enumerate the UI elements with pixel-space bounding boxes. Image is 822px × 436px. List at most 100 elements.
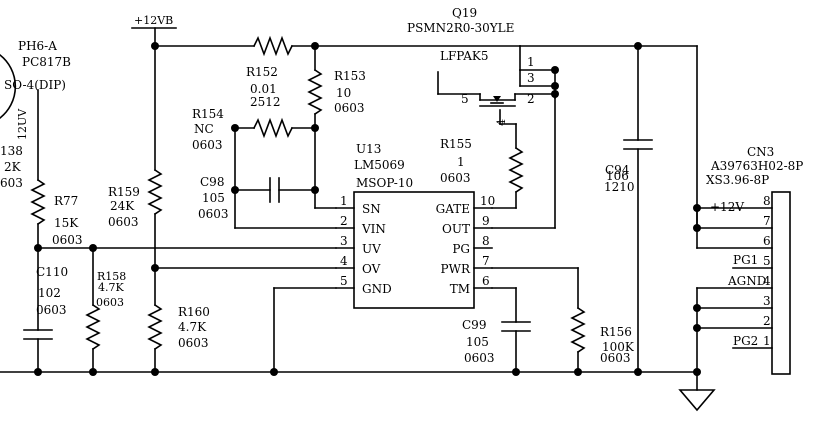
cn3-ref: CN3 bbox=[747, 145, 774, 159]
r160-package: 0603 bbox=[178, 336, 209, 350]
r77-ref: R77 bbox=[54, 194, 78, 208]
u13-pin-9-num: 9 bbox=[482, 214, 490, 228]
mosfet-diode-arrow bbox=[493, 96, 501, 102]
u13-pin-10-num: 10 bbox=[480, 194, 495, 208]
u13-pin-1-num: 1 bbox=[340, 194, 348, 208]
c110-ref: C110 bbox=[36, 265, 68, 279]
r159-ref: R159 bbox=[108, 185, 140, 199]
ic-u13-body bbox=[353, 191, 475, 309]
supply-label: +12VB bbox=[134, 14, 173, 27]
r153-package: 0603 bbox=[334, 101, 365, 115]
r154-package: 0603 bbox=[192, 138, 223, 152]
cn3-pin-8-net: +12V bbox=[710, 200, 744, 214]
u13-pin-5-num: 5 bbox=[340, 274, 348, 288]
u13-pin-2-num: 2 bbox=[340, 214, 348, 228]
resistor-r160 bbox=[147, 303, 163, 351]
r160-value: 4.7K bbox=[178, 320, 207, 334]
q19-pin-3: 3 bbox=[527, 71, 535, 85]
u13-pin-1-name: SN bbox=[362, 202, 381, 216]
c94-ref: C94 bbox=[605, 163, 630, 177]
r155-package: 0603 bbox=[440, 171, 471, 185]
r158-package: 0603 bbox=[96, 296, 124, 309]
junction-dots bbox=[34, 42, 701, 376]
r138-package: 603 bbox=[0, 176, 23, 190]
cn3-pin-1-net: PG2 bbox=[733, 334, 758, 348]
resistor-r158 bbox=[85, 303, 101, 351]
cn3-package: XS3.96-8P bbox=[706, 173, 769, 187]
q19-package: LFPAK5 bbox=[440, 49, 489, 63]
u13-pin-10-name: GATE bbox=[436, 202, 470, 216]
u13-pin-7-name: PWR bbox=[441, 262, 471, 276]
q19-pin-2: 2 bbox=[527, 92, 535, 106]
c110-value: 102 bbox=[38, 286, 61, 300]
resistor-r155 bbox=[508, 146, 524, 194]
q19-part: PSMN2R0-30YLE bbox=[407, 21, 514, 35]
u13-package: MSOP-10 bbox=[356, 176, 413, 190]
c98-ref: C98 bbox=[200, 175, 224, 189]
u13-pin-3-num: 3 bbox=[340, 234, 348, 248]
cn3-pin-7-num: 7 bbox=[763, 214, 771, 228]
r159-package: 0603 bbox=[108, 215, 139, 229]
connector-cn3-body bbox=[771, 191, 791, 375]
cn3-pin-4-num: 4 bbox=[763, 274, 771, 288]
r153-ref: R153 bbox=[334, 69, 366, 83]
ph6a-part: PC817B bbox=[22, 55, 71, 69]
u13-pin-8-name: PG bbox=[452, 242, 470, 256]
r155-ref: R155 bbox=[440, 137, 472, 151]
cn3-pin-5-num: 5 bbox=[763, 254, 771, 268]
c98-value: 105 bbox=[202, 191, 225, 205]
cn3-pin-5-net: PG1 bbox=[733, 253, 758, 267]
u13-pin-5-name: GND bbox=[362, 282, 392, 296]
r152-package: 2512 bbox=[250, 95, 281, 109]
u13-pin-2-name: VIN bbox=[361, 222, 386, 236]
cn3-pin-1-num: 1 bbox=[763, 334, 771, 348]
u13-pin-3-name: UV bbox=[362, 242, 381, 256]
r77-package: 0603 bbox=[52, 233, 83, 247]
c110-package: 0603 bbox=[36, 303, 67, 317]
r152-ref: R152 bbox=[246, 65, 278, 79]
c99-value: 105 bbox=[466, 335, 489, 349]
c98-package: 0603 bbox=[198, 207, 229, 221]
q19-pin-5: 5 bbox=[461, 92, 469, 106]
ground-symbol bbox=[678, 389, 716, 412]
resistor-r154 bbox=[252, 117, 294, 139]
ph6a-ref: PH6-A bbox=[18, 39, 57, 53]
resistor-r152 bbox=[252, 35, 294, 57]
q19-pin-gate: 4 bbox=[495, 119, 508, 126]
r158-value: 4.7K bbox=[98, 281, 124, 294]
q19-pin-1: 1 bbox=[527, 55, 535, 69]
u13-part: LM5069 bbox=[354, 158, 405, 172]
r152-value: 0.01 bbox=[250, 82, 277, 96]
r154-ref: R154 bbox=[192, 107, 224, 121]
cn3-pin-2-num: 2 bbox=[763, 314, 771, 328]
c99-ref: C99 bbox=[462, 318, 486, 332]
u13-pin-9-name: OUT bbox=[442, 222, 470, 236]
cn3-pin-3-num: 3 bbox=[763, 294, 771, 308]
c94-package: 1210 bbox=[604, 180, 635, 194]
r153-value: 10 bbox=[336, 86, 351, 100]
c94-value: 106 bbox=[606, 169, 629, 183]
resistor-r159 bbox=[147, 168, 163, 216]
u13-pin-8-num: 8 bbox=[482, 234, 490, 248]
r138-ref: 138 bbox=[0, 144, 23, 158]
q19-ref: Q19 bbox=[452, 6, 477, 20]
r156-value: 100K bbox=[602, 340, 635, 354]
r154-value: NC bbox=[194, 122, 214, 136]
cn3-pin-6-num: 6 bbox=[763, 234, 771, 248]
u13-pin-6-name: TM bbox=[450, 282, 470, 296]
r159-value: 24K bbox=[110, 199, 135, 213]
net-label-12uv: 12UV bbox=[16, 108, 29, 140]
cn3-pin-4-net: AGND bbox=[727, 274, 766, 288]
resistor-r153 bbox=[307, 68, 323, 116]
u13-pin-7-num: 7 bbox=[482, 254, 490, 268]
u13-pin-4-name: OV bbox=[362, 262, 381, 276]
r138-value: 2K bbox=[4, 160, 22, 174]
resistor-r156 bbox=[570, 306, 586, 354]
resistor-r77 bbox=[30, 178, 46, 226]
c99-package: 0603 bbox=[464, 351, 495, 365]
r155-value: 1 bbox=[457, 155, 465, 169]
r156-ref: R156 bbox=[600, 325, 632, 339]
ph6a-package: SO-4(DIP) bbox=[4, 78, 66, 92]
u13-pin-4-num: 4 bbox=[340, 254, 348, 268]
r77-value: 15K bbox=[54, 216, 79, 230]
